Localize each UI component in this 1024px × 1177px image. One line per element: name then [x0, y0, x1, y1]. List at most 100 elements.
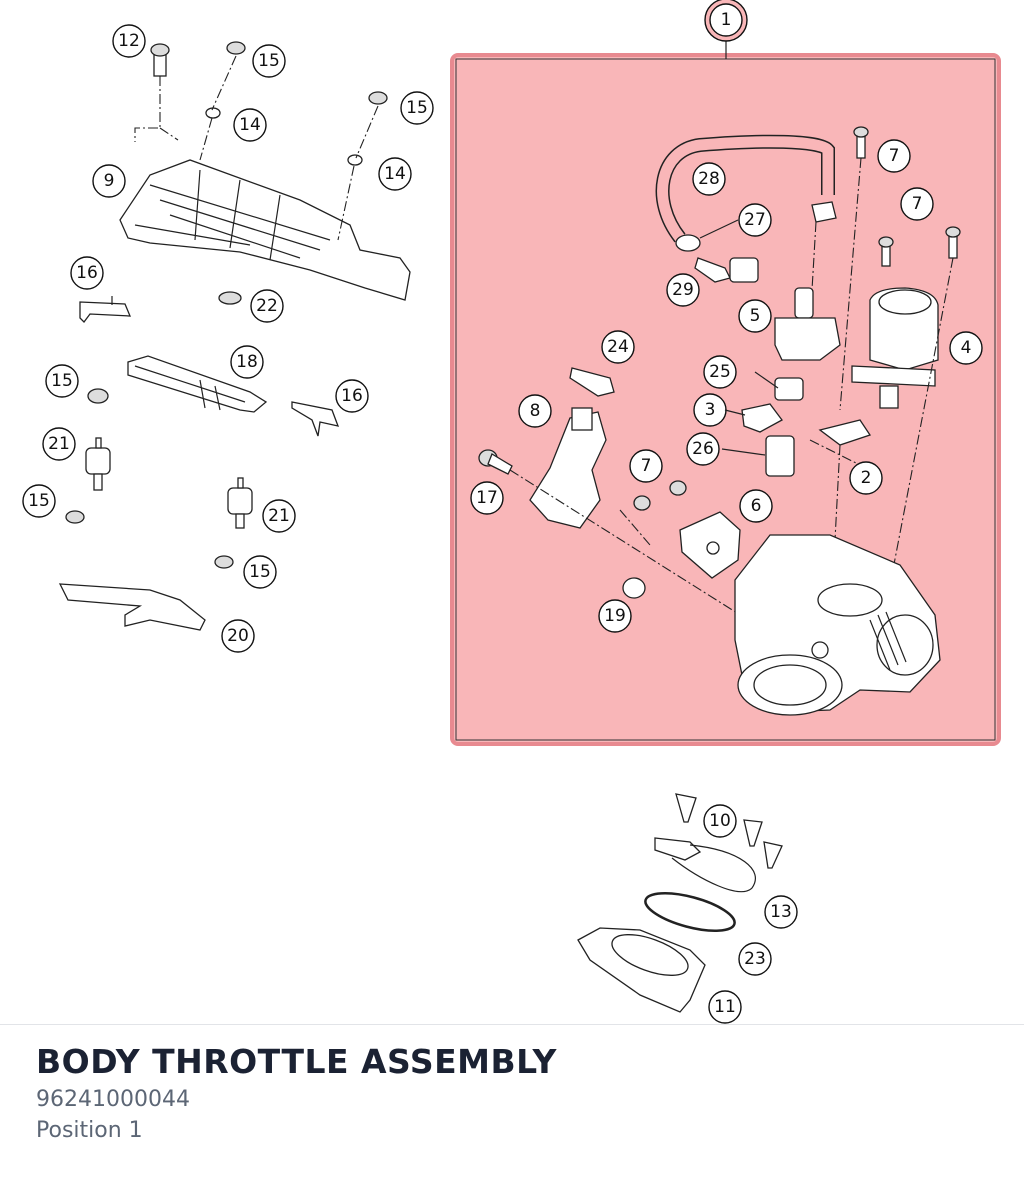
svg-text:18: 18	[236, 352, 258, 372]
clamp-27-a-part	[675, 234, 701, 252]
callout-29[interactable]: 29	[666, 273, 700, 307]
clamp-13-part	[654, 837, 756, 893]
callout-15[interactable]: 15	[243, 555, 277, 589]
svg-text:15: 15	[51, 371, 73, 391]
svg-text:29: 29	[672, 280, 694, 300]
svg-text:5: 5	[750, 306, 761, 326]
callout-10[interactable]: 10	[703, 804, 737, 838]
connector-24-part	[569, 367, 615, 397]
svg-text:10: 10	[709, 811, 731, 831]
grommet-22-part	[218, 291, 242, 305]
svg-text:26: 26	[692, 439, 714, 459]
gasket-6-part	[679, 511, 741, 579]
svg-text:15: 15	[28, 491, 50, 511]
callout-8[interactable]: 8	[518, 394, 552, 428]
callout-2[interactable]: 2	[849, 461, 883, 495]
svg-text:14: 14	[384, 164, 406, 184]
svg-text:24: 24	[607, 337, 629, 357]
callout-12[interactable]: 12	[112, 24, 146, 58]
part-number: 96241000044	[36, 1087, 190, 1112]
svg-text:15: 15	[249, 562, 271, 582]
callout-4[interactable]: 4	[949, 331, 983, 365]
screw-17-part	[478, 449, 513, 475]
callout-6[interactable]: 6	[739, 489, 773, 523]
callout-28[interactable]: 28	[692, 162, 726, 196]
svg-text:6: 6	[751, 496, 762, 516]
valve-5-part	[774, 287, 841, 361]
bracket-2-part	[818, 419, 872, 446]
part-position: Position 1	[36, 1118, 143, 1143]
callout-7[interactable]: 7	[877, 139, 911, 173]
callout-14[interactable]: 14	[378, 157, 412, 191]
svg-text:17: 17	[476, 488, 498, 508]
svg-text:19: 19	[604, 606, 626, 626]
callout-5[interactable]: 5	[738, 299, 772, 333]
screw-7-small-b	[669, 480, 687, 496]
svg-text:1: 1	[721, 10, 732, 30]
svg-text:9: 9	[104, 171, 115, 191]
bracket-20-part	[58, 583, 206, 631]
callout-7[interactable]: 7	[900, 187, 934, 221]
svg-text:4: 4	[961, 338, 972, 358]
callout-15[interactable]: 15	[400, 91, 434, 125]
svg-text:15: 15	[406, 98, 428, 118]
svg-text:13: 13	[770, 902, 792, 922]
o-ring-23-part	[644, 891, 736, 933]
callout-23[interactable]: 23	[738, 942, 772, 976]
callout-7[interactable]: 7	[629, 449, 663, 483]
divider	[0, 1024, 1024, 1025]
screws-7-part	[853, 126, 961, 267]
callout-15[interactable]: 15	[22, 484, 56, 518]
callout-25[interactable]: 25	[703, 355, 737, 389]
svg-text:12: 12	[118, 31, 140, 51]
bracket-16-part	[79, 296, 340, 437]
callout-14[interactable]: 14	[233, 108, 267, 142]
callout-24[interactable]: 24	[601, 330, 635, 364]
bolt-12-part	[150, 43, 170, 77]
bolt-15-top-part	[205, 41, 388, 166]
callout-18[interactable]: 18	[230, 345, 264, 379]
nut-15-b-part	[65, 510, 85, 524]
callout-17[interactable]: 17	[470, 481, 504, 515]
svg-text:21: 21	[268, 506, 290, 526]
callout-22[interactable]: 22	[250, 289, 284, 323]
callout-15[interactable]: 15	[252, 44, 286, 78]
sensor-8-part	[529, 407, 607, 529]
callout-3[interactable]: 3	[693, 393, 727, 427]
svg-text:7: 7	[889, 146, 900, 166]
svg-text:15: 15	[258, 51, 280, 71]
callout-26[interactable]: 26	[686, 432, 720, 466]
callout-9[interactable]: 9	[92, 164, 126, 198]
callout-27[interactable]: 27	[738, 203, 772, 237]
callout-19[interactable]: 19	[598, 599, 632, 633]
svg-text:22: 22	[256, 296, 278, 316]
intake-cover-part	[119, 159, 411, 301]
callout-11[interactable]: 11	[708, 990, 742, 1024]
callout-16[interactable]: 16	[70, 256, 104, 290]
nut-15-a-part	[87, 388, 109, 404]
svg-text:27: 27	[744, 210, 766, 230]
svg-text:16: 16	[76, 263, 98, 283]
callout-1[interactable]: 1	[704, 0, 748, 42]
throttle-body-part	[734, 534, 941, 716]
callout-20[interactable]: 20	[221, 619, 255, 653]
screw-7-small-a	[633, 495, 651, 511]
callout-21[interactable]: 21	[42, 427, 76, 461]
svg-text:16: 16	[341, 386, 363, 406]
svg-text:28: 28	[698, 169, 720, 189]
damper-21-a-part	[85, 437, 111, 491]
clip-3-part	[741, 403, 783, 433]
damper-21-b-part	[227, 477, 253, 529]
callout-16[interactable]: 16	[335, 379, 369, 413]
callout-13[interactable]: 13	[764, 895, 798, 929]
part-title: BODY THROTTLE ASSEMBLY	[36, 1042, 557, 1081]
svg-text:7: 7	[641, 456, 652, 476]
injector-25-part	[765, 377, 804, 477]
svg-text:20: 20	[227, 626, 249, 646]
svg-text:21: 21	[48, 434, 70, 454]
svg-text:25: 25	[709, 362, 731, 382]
svg-text:8: 8	[530, 401, 541, 421]
callout-15[interactable]: 15	[45, 364, 79, 398]
clamp-27-b-part	[811, 201, 837, 223]
callout-21[interactable]: 21	[262, 499, 296, 533]
